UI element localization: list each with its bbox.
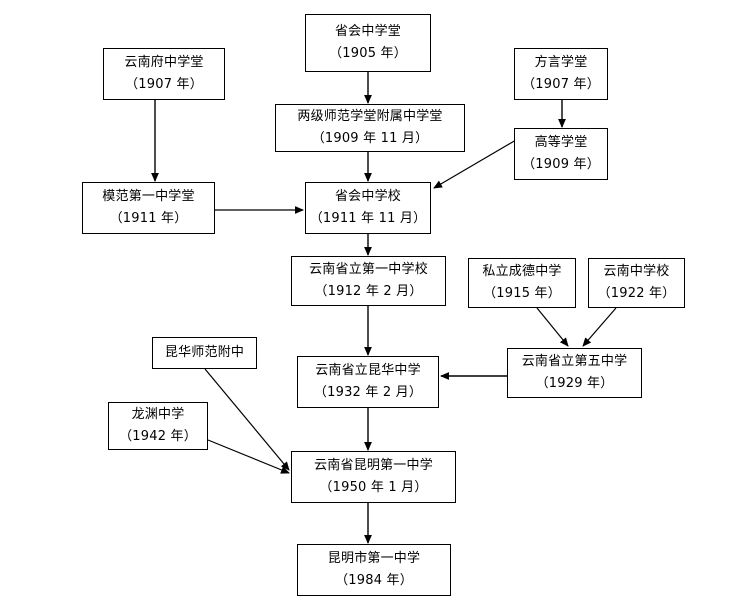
node-date: （1932 年 2 月）	[313, 384, 423, 400]
node-date: （1907 年）	[522, 76, 600, 92]
node-title: 云南省立昆华中学	[315, 363, 421, 379]
node-date: （1950 年 1 月）	[319, 479, 428, 495]
node-kunmingshi-diyi[interactable]: 昆明市第一中学 （1984 年）	[297, 544, 451, 596]
node-title: 省会中学校	[334, 189, 401, 205]
node-date: （1922 年）	[597, 285, 676, 301]
node-date: （1911 年 11 月）	[309, 210, 427, 226]
node-title: 云南中学校	[603, 264, 670, 280]
node-date: （1911 年）	[109, 210, 188, 226]
node-gaodeng-xuetang[interactable]: 高等学堂 （1909 年）	[514, 128, 608, 180]
node-yunnan-zhongxuexiao[interactable]: 云南中学校 （1922 年）	[588, 258, 685, 308]
node-date: （1984 年）	[335, 572, 413, 588]
node-title: 方言学堂	[534, 55, 588, 71]
node-title: 昆华师范附中	[164, 344, 245, 360]
node-title: 私立成德中学	[482, 264, 562, 280]
node-title: 龙渊中学	[131, 407, 185, 423]
node-kunhua-shifan-fuzhong[interactable]: 昆华师范附中	[152, 337, 257, 369]
node-title: 高等学堂	[534, 135, 588, 151]
node-longyuan-zhongxue[interactable]: 龙渊中学 （1942 年）	[108, 402, 208, 450]
node-date: （1915 年）	[483, 285, 561, 301]
node-title: 省会中学堂	[334, 24, 401, 40]
node-title: 云南省立第一中学校	[309, 262, 428, 278]
node-date: （1909 年 11 月）	[311, 130, 429, 146]
node-yunnan-shengli-diyi[interactable]: 云南省立第一中学校 （1912 年 2 月）	[291, 256, 446, 306]
node-title: 昆明市第一中学	[327, 551, 421, 567]
node-shenghui-zhongxuetang[interactable]: 省会中学堂 （1905 年）	[305, 14, 431, 72]
edge-yunnan-zhongxuexiao-to-yunnan-shengli-diwu	[582, 307, 617, 347]
node-date: （1929 年）	[535, 375, 614, 391]
node-title: 云南府中学堂	[124, 55, 204, 71]
node-title: 两级师范学堂附属中学堂	[297, 109, 443, 125]
node-date: （1905 年）	[329, 45, 407, 61]
edge-longyuan-zhongxue-to-yunnan-kunming-diyi	[207, 439, 290, 474]
node-mofan-diyi-zhongxuetang[interactable]: 模范第一中学堂 （1911 年）	[82, 182, 215, 234]
node-date: （1942 年）	[119, 428, 197, 444]
node-sili-chengde[interactable]: 私立成德中学 （1915 年）	[468, 258, 576, 308]
node-date: （1907 年）	[125, 76, 203, 92]
node-title: 模范第一中学堂	[102, 189, 195, 205]
node-title: 云南省立第五中学	[521, 354, 628, 370]
node-liangji-shifan-fushu[interactable]: 两级师范学堂附属中学堂 （1909 年 11 月）	[275, 104, 465, 152]
edge-sili-chengde-to-yunnan-shengli-diwu	[536, 307, 569, 347]
node-fangyan-xuetang[interactable]: 方言学堂 （1907 年）	[514, 48, 608, 100]
node-yunnan-shengli-kunhua[interactable]: 云南省立昆华中学 （1932 年 2 月）	[297, 356, 439, 408]
node-yunnanfu-zhongxuetang[interactable]: 云南府中学堂 （1907 年）	[103, 48, 225, 100]
edge-gaodeng-xuetang-to-shenghui-zhongxuexiao	[433, 139, 517, 189]
node-yunnan-kunming-diyi[interactable]: 云南省昆明第一中学 （1950 年 1 月）	[291, 451, 456, 503]
node-yunnan-shengli-diwu[interactable]: 云南省立第五中学 （1929 年）	[507, 348, 642, 398]
node-title: 云南省昆明第一中学	[314, 458, 433, 474]
node-date: （1912 年 2 月）	[314, 283, 423, 299]
edge-kunhua-shifan-fuzhong-to-yunnan-kunming-diyi	[204, 368, 290, 471]
node-shenghui-zhongxuexiao[interactable]: 省会中学校 （1911 年 11 月）	[305, 182, 431, 234]
node-date: （1909 年）	[522, 156, 600, 172]
